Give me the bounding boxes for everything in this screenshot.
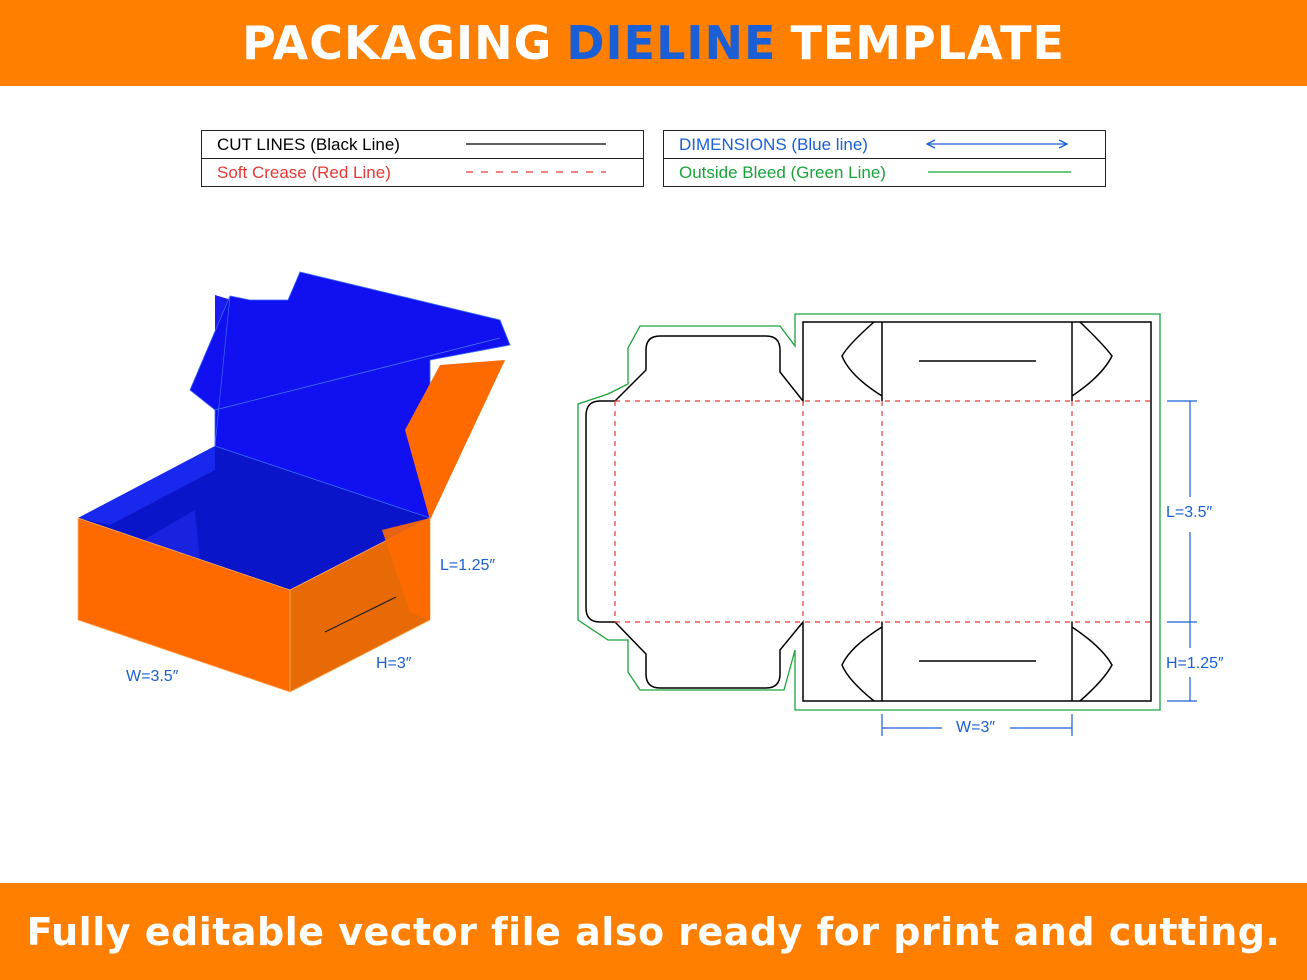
dimension-line-sample <box>925 139 1069 149</box>
legend-right: DIMENSIONS (Blue line) Outside Bleed (Gr… <box>663 130 1106 187</box>
box-inner-bottom <box>78 446 430 590</box>
bottom-right-flap <box>1071 626 1113 702</box>
dimension-lines <box>881 400 1197 736</box>
lid-fold-line <box>214 337 501 411</box>
dieline-height-label: H=1.25″ <box>1166 655 1224 672</box>
box-height-label: H=3″ <box>376 655 412 672</box>
bleed-outline <box>577 313 1161 711</box>
box-length-label: L=1.25″ <box>440 557 496 574</box>
top-left-flap <box>841 321 883 397</box>
header-word-template: TEMPLATE <box>790 16 1065 70</box>
legend-row-dimensions: DIMENSIONS (Blue line) <box>664 131 1105 158</box>
crease-line-sample <box>466 171 606 173</box>
legend-left: CUT LINES (Black Line) Soft Crease (Red … <box>201 130 644 187</box>
box-front-face <box>77 517 291 693</box>
cut-line-sample <box>466 143 606 145</box>
box-inner-back-wall <box>215 295 430 518</box>
legend-outside-bleed-label: Outside Bleed (Green Line) <box>679 162 886 182</box>
legend-row-outside-bleed: Outside Bleed (Green Line) <box>664 158 1105 186</box>
header-banner: PACKAGING DIELINE TEMPLATE <box>0 0 1307 86</box>
box-lid-inside <box>189 271 511 519</box>
bottom-left-flap <box>841 626 883 702</box>
crease-lines <box>614 400 1151 623</box>
box-inner-tab <box>140 510 200 570</box>
bleed-line-sample <box>928 171 1071 173</box>
legend-dimensions-label: DIMENSIONS (Blue line) <box>679 134 868 154</box>
header-word-packaging: PACKAGING <box>242 16 553 70</box>
box-lid-side-flap <box>405 360 505 520</box>
box-width-label: W=3.5″ <box>126 668 179 685</box>
legend-row-soft-crease: Soft Crease (Red Line) <box>202 158 643 186</box>
legend-row-cut-lines: CUT LINES (Black Line) <box>202 131 643 158</box>
footer-banner: Fully editable vector file also ready fo… <box>0 883 1307 980</box>
footer-text: Fully editable vector file also ready fo… <box>26 909 1281 954</box>
top-right-flap <box>1071 321 1113 397</box>
cut-outline <box>585 321 1152 702</box>
dieline-length-label: L=3.5″ <box>1166 504 1213 521</box>
legend-soft-crease-label: Soft Crease (Red Line) <box>217 162 391 182</box>
legend-cut-lines-label: CUT LINES (Black Line) <box>217 134 400 154</box>
header-word-dieline: DIELINE <box>566 16 777 70</box>
box-slot-line <box>324 596 397 633</box>
dieline-width-label: W=3″ <box>956 719 996 736</box>
